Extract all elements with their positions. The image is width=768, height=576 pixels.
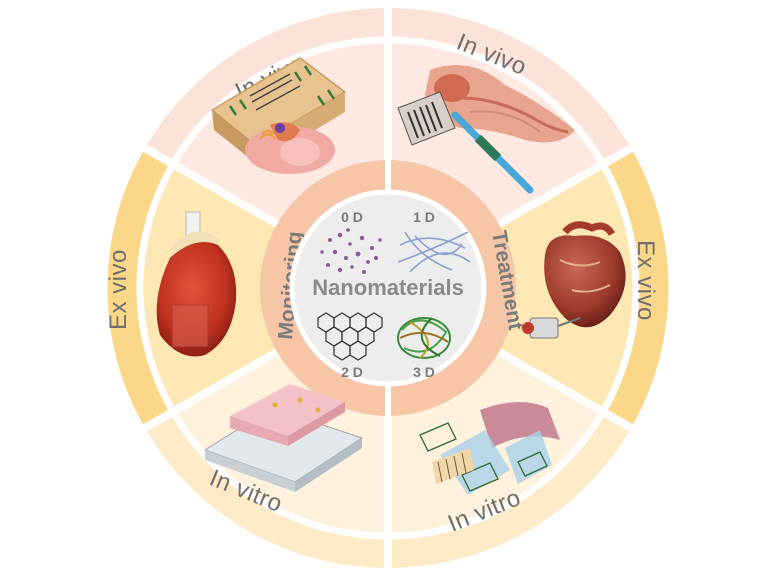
label-2d: 2 D — [341, 364, 363, 380]
heart-with-device-icon — [522, 221, 626, 339]
engineered-tissue-sheet-icon — [419, 401, 560, 495]
nanoparticles-icon — [320, 228, 382, 274]
label-0d: 0 D — [341, 209, 363, 225]
label-3d: 3 D — [413, 364, 435, 380]
center-title: Nanomaterials — [312, 275, 464, 300]
label-1d: 1 D — [413, 209, 435, 225]
ex-vivo-heart-patch-icon — [156, 211, 237, 357]
blood-vessel-electrode-icon — [397, 65, 575, 194]
label-ex-vivo-right: Ex vivo — [632, 240, 659, 321]
label-ex-vivo-left: Ex vivo — [105, 249, 132, 330]
heart-sensor-chip-icon — [210, 57, 347, 174]
graphene-sheet-icon — [317, 312, 383, 361]
nanonetwork-icon — [397, 317, 451, 359]
nanowires-icon — [397, 231, 471, 273]
tissue-on-chip-icon — [203, 384, 364, 492]
